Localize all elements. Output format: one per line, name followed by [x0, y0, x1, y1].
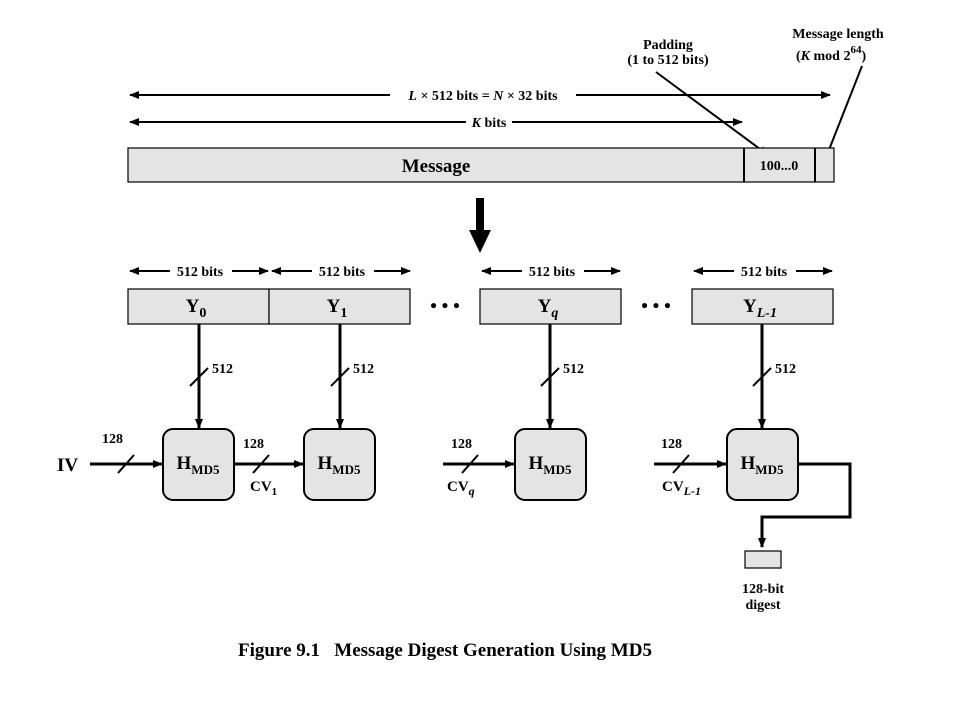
hash-box-q	[514, 428, 587, 501]
message-label: Message	[402, 156, 471, 177]
block-yl1-label: YL-1	[743, 296, 777, 321]
cvl1-label: CVL-1	[662, 479, 701, 498]
ellipsis-right: • • •	[641, 296, 670, 317]
iv-width-label: 128	[102, 432, 123, 447]
message-bar	[127, 147, 835, 183]
block-width-label-l1: 512 bits	[741, 265, 788, 280]
digest-box	[744, 550, 782, 569]
block-yq	[479, 288, 622, 325]
output-path	[758, 462, 852, 548]
block-width-label-1: 512 bits	[319, 265, 366, 280]
bus-512-label-0: 512	[212, 362, 233, 377]
block-y1	[268, 288, 411, 325]
block-yq-label: Yq	[538, 296, 559, 321]
bus-512-label-q: 512	[563, 362, 584, 377]
cvq-label: CVq	[447, 479, 475, 498]
padding-value: 100...0	[760, 159, 799, 174]
block-y0-label: Y0	[186, 296, 207, 321]
iv-label: IV	[57, 455, 78, 476]
cv1-width-label: 128	[243, 437, 264, 452]
block-width-label-0: 512 bits	[177, 265, 224, 280]
bus-512-label-l1: 512	[775, 362, 796, 377]
digest-label-line2: digest	[746, 598, 781, 613]
figure-caption: Figure 9.1 Message Digest Generation Usi…	[238, 640, 652, 661]
length-title: Message length	[792, 27, 884, 42]
cv1-label: CV1	[250, 479, 277, 498]
padding-title: Padding	[643, 38, 693, 53]
hash-label-1: HMD5	[318, 453, 361, 477]
padding-range: (1 to 512 bits)	[627, 53, 709, 68]
cvl1-width-label: 128	[661, 437, 682, 452]
cvq-width-label: 128	[451, 437, 472, 452]
block-yl1	[691, 288, 834, 325]
bus-512-label-1: 512	[353, 362, 374, 377]
digest-label-line1: 128-bit	[742, 582, 784, 597]
k-bits-label: K bits	[471, 116, 507, 131]
length-pointer	[824, 65, 863, 161]
total-length-label: L × 512 bits = N × 32 bits	[407, 89, 558, 104]
hash-label-0: HMD5	[177, 453, 220, 477]
block-width-label-q: 512 bits	[529, 265, 576, 280]
block-y1-label: Y1	[327, 296, 348, 321]
length-formula: (K mod 264)	[796, 44, 866, 64]
padding-pointer	[655, 71, 769, 156]
split-arrow	[469, 198, 491, 253]
hash-box-1	[303, 428, 376, 501]
hash-label-l1: HMD5	[741, 453, 784, 477]
hash-label-q: HMD5	[529, 453, 572, 477]
ellipsis-left: • • •	[430, 296, 459, 317]
